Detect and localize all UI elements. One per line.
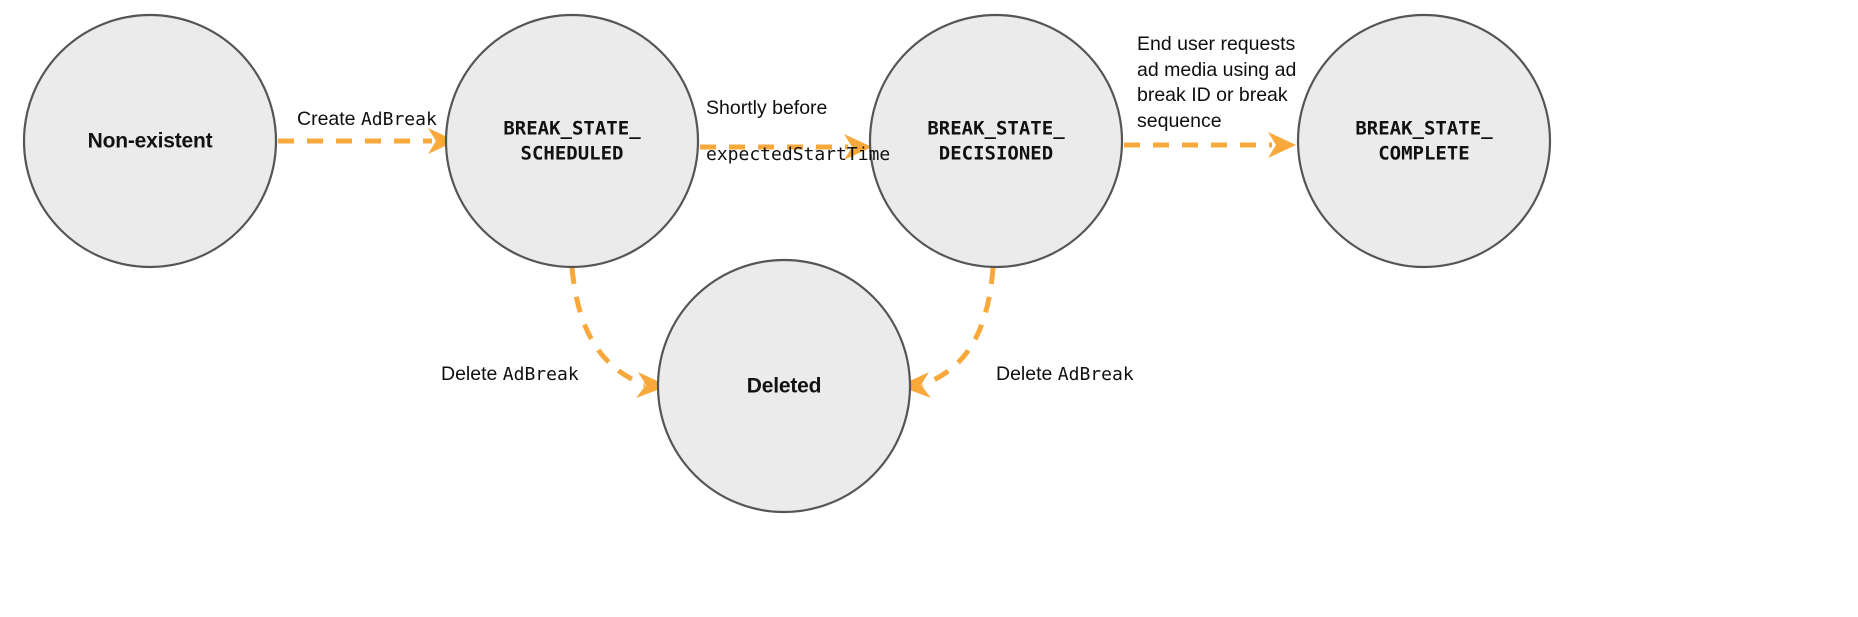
node-deleted[interactable] <box>656 258 912 514</box>
edge-end-user-requests-arrowhead <box>1268 132 1296 158</box>
edge-create-adbreak <box>278 128 456 154</box>
edge-delete-adbreak-from-scheduled-line <box>569 267 646 388</box>
edge-end-user-requests <box>1124 132 1296 158</box>
edge-delete-adbreak-from-scheduled <box>569 267 668 398</box>
edge-shortly-before-arrowhead <box>844 134 872 160</box>
edge-delete-adbreak-from-decisioned <box>899 267 996 398</box>
node-break-state-scheduled[interactable] <box>444 13 700 269</box>
node-break-state-decisioned[interactable] <box>868 13 1124 269</box>
edge-shortly-before <box>700 134 872 160</box>
edge-delete-adbreak-from-decisioned-line <box>921 267 996 388</box>
node-break-state-complete[interactable] <box>1296 13 1552 269</box>
edge-delete-adbreak-from-decisioned-arrowhead <box>899 372 931 398</box>
node-non-existent[interactable] <box>22 13 278 269</box>
edge-create-adbreak-arrowhead <box>428 128 456 154</box>
edge-delete-adbreak-from-scheduled-arrowhead <box>636 372 668 398</box>
